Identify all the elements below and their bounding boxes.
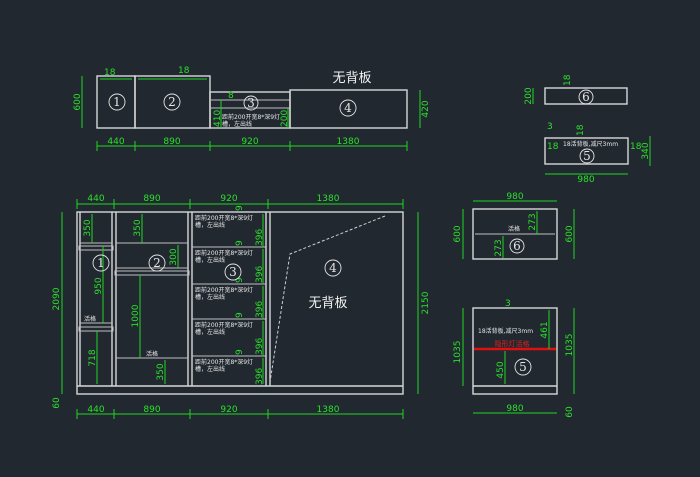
light-slot-note: 距前200开宽8*深9灯: [195, 249, 253, 257]
light-slot-note: 距前200开宽8*深9灯: [195, 321, 253, 329]
dim-height: 600: [565, 225, 575, 242]
top-view: 18 18 8 410 200 距前200开宽8*深9灯 槽，左出线 1 2 3…: [73, 66, 431, 151]
dim-height: 396: [255, 266, 265, 283]
dim-width: 440: [87, 405, 104, 415]
dim-shelf: 410: [213, 110, 223, 127]
dim-height: 273: [494, 239, 504, 256]
dim-thick: 18: [178, 66, 190, 76]
dim-height: 450: [496, 361, 506, 378]
dim-width: 1380: [317, 405, 340, 415]
dim-width: 440: [107, 137, 124, 147]
dim-height: 1035: [565, 334, 575, 357]
dim-gap: 3: [547, 122, 553, 132]
unit-number-6: 6: [582, 90, 590, 104]
dim-width: 890: [163, 137, 180, 147]
dim-width: 890: [143, 405, 160, 415]
light-slot-note: 槽，左出线: [195, 256, 225, 264]
piece-5-elevation: 3 18活背板,减尺3mm 隐形灯活格 461 450 5 980 1035 1…: [453, 299, 575, 418]
dim-gap: 9: [235, 277, 245, 283]
dim-width: 920: [241, 137, 258, 147]
light-slot-note: 槽，左出线: [195, 365, 225, 373]
dim-width: 440: [87, 194, 104, 204]
dim-width: 980: [506, 192, 523, 202]
light-slot-note: 槽，左出线: [195, 293, 225, 301]
dim-height: 300: [169, 248, 179, 265]
piece-6-elevation: 273 273 活格 6 980 600 600: [453, 192, 575, 260]
dim-height: 396: [255, 301, 265, 318]
light-slot-note: 距前200开宽8*深9灯: [195, 286, 253, 294]
unit-4-outline: [289, 89, 408, 129]
back-panel-note: 18活背板,减尺3mm: [478, 327, 533, 335]
dim-height: 1000: [131, 304, 141, 327]
col3-notes: 距前200开宽8*深9灯 槽，左出线 距前200开宽8*深9灯 槽，左出线 距前…: [195, 205, 265, 385]
unit-number-4: 4: [344, 101, 352, 115]
dim-gap: 9: [235, 205, 245, 211]
light-slot-note: 距前200开宽8*深9灯: [195, 214, 253, 222]
piece-5-top-view: 3 18 18 18 18活背板,减尺3mm 5 980 340: [544, 122, 651, 185]
movable-shelf-label: 活格: [146, 350, 158, 358]
dim-width: 1380: [317, 194, 340, 204]
light-slot-note: 距前200开宽8*深9灯: [195, 358, 253, 366]
dim-height: 461: [540, 321, 550, 338]
dim-height: 2090: [52, 287, 62, 310]
dim-side: 18: [547, 142, 559, 152]
unit-number-1: 1: [113, 95, 121, 109]
dim-width: 920: [220, 405, 237, 415]
dim-height: 350: [133, 219, 143, 236]
dim-width: 980: [506, 404, 523, 414]
hidden-light-note: 隐形灯活格: [495, 339, 530, 348]
unit-number-3: 3: [229, 265, 237, 279]
dim-height: 396: [255, 368, 265, 385]
dim-height: 2150: [421, 291, 431, 314]
dim-width: 1380: [337, 137, 360, 147]
dim-height: 950: [94, 277, 104, 294]
dim-depth: 420: [421, 100, 431, 117]
unit-number-5: 5: [519, 360, 527, 374]
movable-shelf-label: 活格: [84, 315, 96, 323]
dim-height: 350: [156, 363, 166, 380]
dim-gap: 9: [235, 240, 245, 246]
dim-width: 980: [577, 175, 594, 185]
piece-6-top-view: 200 18 6: [524, 74, 628, 105]
dim-height: 273: [528, 213, 538, 230]
back-panel-note: 18活背板,减尺3mm: [563, 140, 618, 148]
dim-width: 920: [220, 194, 237, 204]
movable-shelf-label: 活格: [508, 225, 520, 233]
dim-plinth: 60: [565, 406, 575, 418]
dim-height: 396: [255, 229, 265, 246]
light-slot-note: 槽，左出线: [222, 120, 252, 128]
light-slot-note: 槽，左出线: [195, 328, 225, 336]
unit-number-2: 2: [153, 256, 161, 270]
dim-depth: 200: [524, 87, 534, 104]
dim-plinth: 60: [52, 397, 62, 409]
unit-number-3: 3: [247, 96, 255, 110]
light-slot-note: 槽，左出线: [195, 221, 225, 229]
dim-height: 600: [453, 225, 463, 242]
unit-number-2: 2: [168, 95, 176, 109]
dim-gap: 9: [235, 312, 245, 318]
dim-depth: 600: [73, 93, 83, 110]
dim-depth: 340: [641, 142, 651, 159]
dim-width: 890: [143, 194, 160, 204]
dim-shelf: 8: [228, 91, 234, 101]
unit-number-4: 4: [329, 261, 337, 275]
no-back-panel-label: 无背板: [308, 296, 347, 311]
unit-number-1: 1: [97, 256, 105, 270]
dim-side: 18: [630, 142, 642, 152]
dim-height: 1035: [453, 341, 463, 364]
unit-number-5: 5: [583, 149, 591, 163]
no-back-panel-label: 无背板: [332, 71, 371, 86]
dim-height: 718: [88, 349, 98, 366]
light-slot-note: 距前200开宽8*深9灯: [222, 113, 280, 121]
dim-shelf: 200: [280, 110, 290, 127]
dim-height: 350: [83, 219, 93, 236]
unit-number-6: 6: [513, 239, 521, 253]
dim-thick: 18: [576, 124, 586, 136]
dim-gap: 9: [235, 349, 245, 355]
dim-thick: 18: [104, 68, 116, 78]
dim-height: 396: [255, 338, 265, 355]
front-elevation: 350 950 718 350 300 1000 350 活格 活格 距前200…: [52, 194, 431, 419]
dim-thick: 18: [563, 74, 573, 86]
dim-gap: 3: [505, 299, 511, 309]
